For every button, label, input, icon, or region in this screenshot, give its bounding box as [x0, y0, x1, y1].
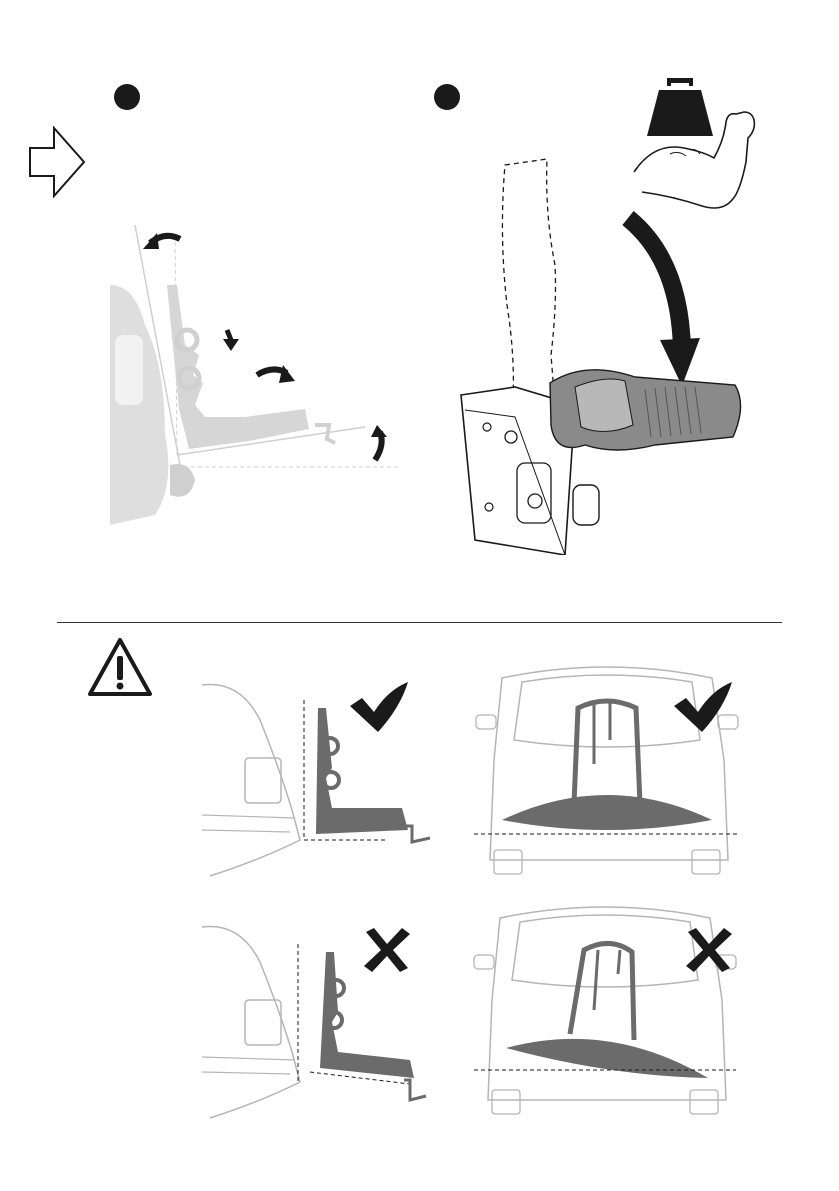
- step-2-marker: [434, 84, 460, 110]
- checkmark-icon: [672, 680, 736, 734]
- cross-icon: [362, 926, 412, 974]
- step-1-marker: [114, 84, 140, 110]
- warning-triangle-icon: [86, 636, 154, 698]
- checkmark-icon: [348, 680, 412, 734]
- cross-icon: [684, 926, 734, 974]
- step-1-illustration: [105, 215, 405, 530]
- section-divider: [57, 622, 782, 623]
- right-arrow-outline-icon: [28, 126, 86, 198]
- step-2-illustration: [455, 155, 745, 555]
